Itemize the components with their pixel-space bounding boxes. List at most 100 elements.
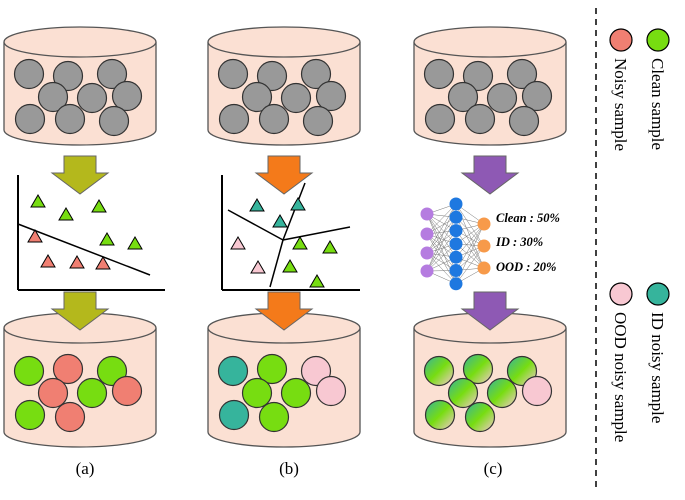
scatter-point — [230, 236, 246, 250]
panel-label-a: (a) — [76, 459, 95, 478]
flow-arrow — [50, 291, 110, 331]
sample-ball-mixed — [464, 401, 496, 433]
nn-edge — [455, 245, 485, 284]
sample-ball-clean — [241, 377, 273, 409]
nn-edge — [455, 223, 485, 258]
scatter-point — [322, 240, 338, 254]
legend-swatch-id-noisy — [646, 282, 670, 306]
legend-label-ood-noisy: OOD noisy sample — [611, 312, 630, 442]
panel-label-c: (c) — [484, 459, 503, 478]
sample-ball-clean — [14, 399, 46, 431]
sample-ball — [52, 60, 84, 92]
scatter-point — [292, 236, 308, 250]
sample-ball — [37, 81, 69, 113]
sample-ball — [508, 105, 540, 137]
scatter-point — [30, 194, 46, 208]
legend-swatch-clean — [646, 28, 670, 52]
legend-label-clean: Clean sample — [648, 58, 667, 150]
sample-ball — [464, 103, 496, 135]
sample-ball-id-noisy — [217, 355, 249, 387]
nn-output-node — [477, 261, 491, 275]
partition-line — [227, 209, 284, 241]
sample-ball — [447, 81, 479, 113]
nn-input-node — [420, 227, 434, 241]
nn-edge — [426, 203, 457, 235]
nn-input-node — [420, 246, 434, 260]
drums-layer — [3, 26, 567, 448]
nn-edge — [426, 217, 457, 254]
scatter-point — [40, 254, 56, 268]
sample-ball — [486, 82, 518, 114]
flow-arrow — [254, 155, 314, 195]
nn-edge — [426, 230, 457, 272]
legend: Clean sample Noisy sample ID noisy sampl… — [609, 28, 670, 442]
sample-ball-noisy — [54, 401, 86, 433]
sample-ball-mixed — [486, 377, 518, 409]
nn-output-node — [477, 217, 491, 231]
scatter-point — [127, 236, 143, 250]
sample-ball — [14, 103, 46, 135]
decision-boundary — [17, 223, 151, 276]
sample-ball-noisy — [37, 377, 69, 409]
nn-hidden-node — [449, 250, 463, 264]
scatter-points-b — [230, 197, 338, 288]
drum-lid — [3, 26, 157, 58]
nn-edge — [426, 252, 457, 284]
bottom-drum-b — [207, 312, 361, 448]
sample-ball — [111, 80, 143, 112]
sample-ball — [423, 58, 455, 90]
sample-ball — [280, 82, 312, 114]
partition-line — [282, 182, 306, 241]
nn-hidden-node — [449, 197, 463, 211]
nn-edge — [426, 243, 457, 272]
sample-ball — [506, 58, 538, 90]
sample-ball — [218, 103, 250, 135]
scatter-point — [27, 229, 43, 243]
nn-hidden-node — [449, 264, 463, 277]
sample-ball — [300, 58, 332, 90]
sample-ball — [98, 105, 130, 137]
drum-lid — [207, 26, 361, 58]
sample-ball — [302, 105, 334, 137]
sample-ball-noisy — [52, 353, 84, 385]
scatter-point — [250, 260, 266, 274]
sample-ball-clean — [256, 353, 288, 385]
partition-line — [282, 226, 351, 241]
legend-swatch-ood-noisy — [609, 282, 633, 306]
nn-hidden-node — [449, 210, 463, 224]
sample-ball — [462, 60, 494, 92]
nn-edge — [455, 230, 485, 269]
sample-ball-mixed — [424, 399, 456, 431]
nn-input-node — [420, 207, 434, 221]
sample-ball — [258, 103, 290, 135]
scatter-point — [309, 274, 325, 288]
drum-lid — [413, 26, 567, 58]
nn-edge — [426, 203, 457, 254]
sample-ball — [241, 81, 273, 113]
nn-edge — [455, 217, 485, 247]
legend-label-noisy: Noisy sample — [611, 58, 630, 151]
sample-ball-mixed — [447, 377, 479, 409]
scatter-point — [249, 198, 265, 212]
scatter-point — [95, 256, 111, 270]
scatter-point — [91, 199, 107, 213]
scatter-plot-b — [221, 175, 360, 291]
scatter-point — [282, 259, 298, 273]
sample-ball — [76, 82, 108, 114]
nn-output-label: ID : 30% — [495, 235, 543, 249]
sample-ball — [13, 58, 45, 90]
sample-ball-clean — [76, 377, 108, 409]
neural-network — [420, 197, 491, 291]
sample-ball-ood-noisy — [315, 375, 347, 407]
scatter-point — [99, 232, 115, 246]
partition-line — [269, 239, 284, 288]
scatter-point — [272, 214, 288, 228]
nn-edge — [426, 213, 457, 258]
flow-arrow — [460, 155, 520, 195]
bottom-drum-a — [3, 312, 157, 448]
scatter-plot-a — [17, 175, 165, 291]
nn-output-label: OOD : 20% — [496, 260, 556, 274]
sample-ball — [54, 103, 86, 135]
sample-ball-clean — [280, 377, 312, 409]
